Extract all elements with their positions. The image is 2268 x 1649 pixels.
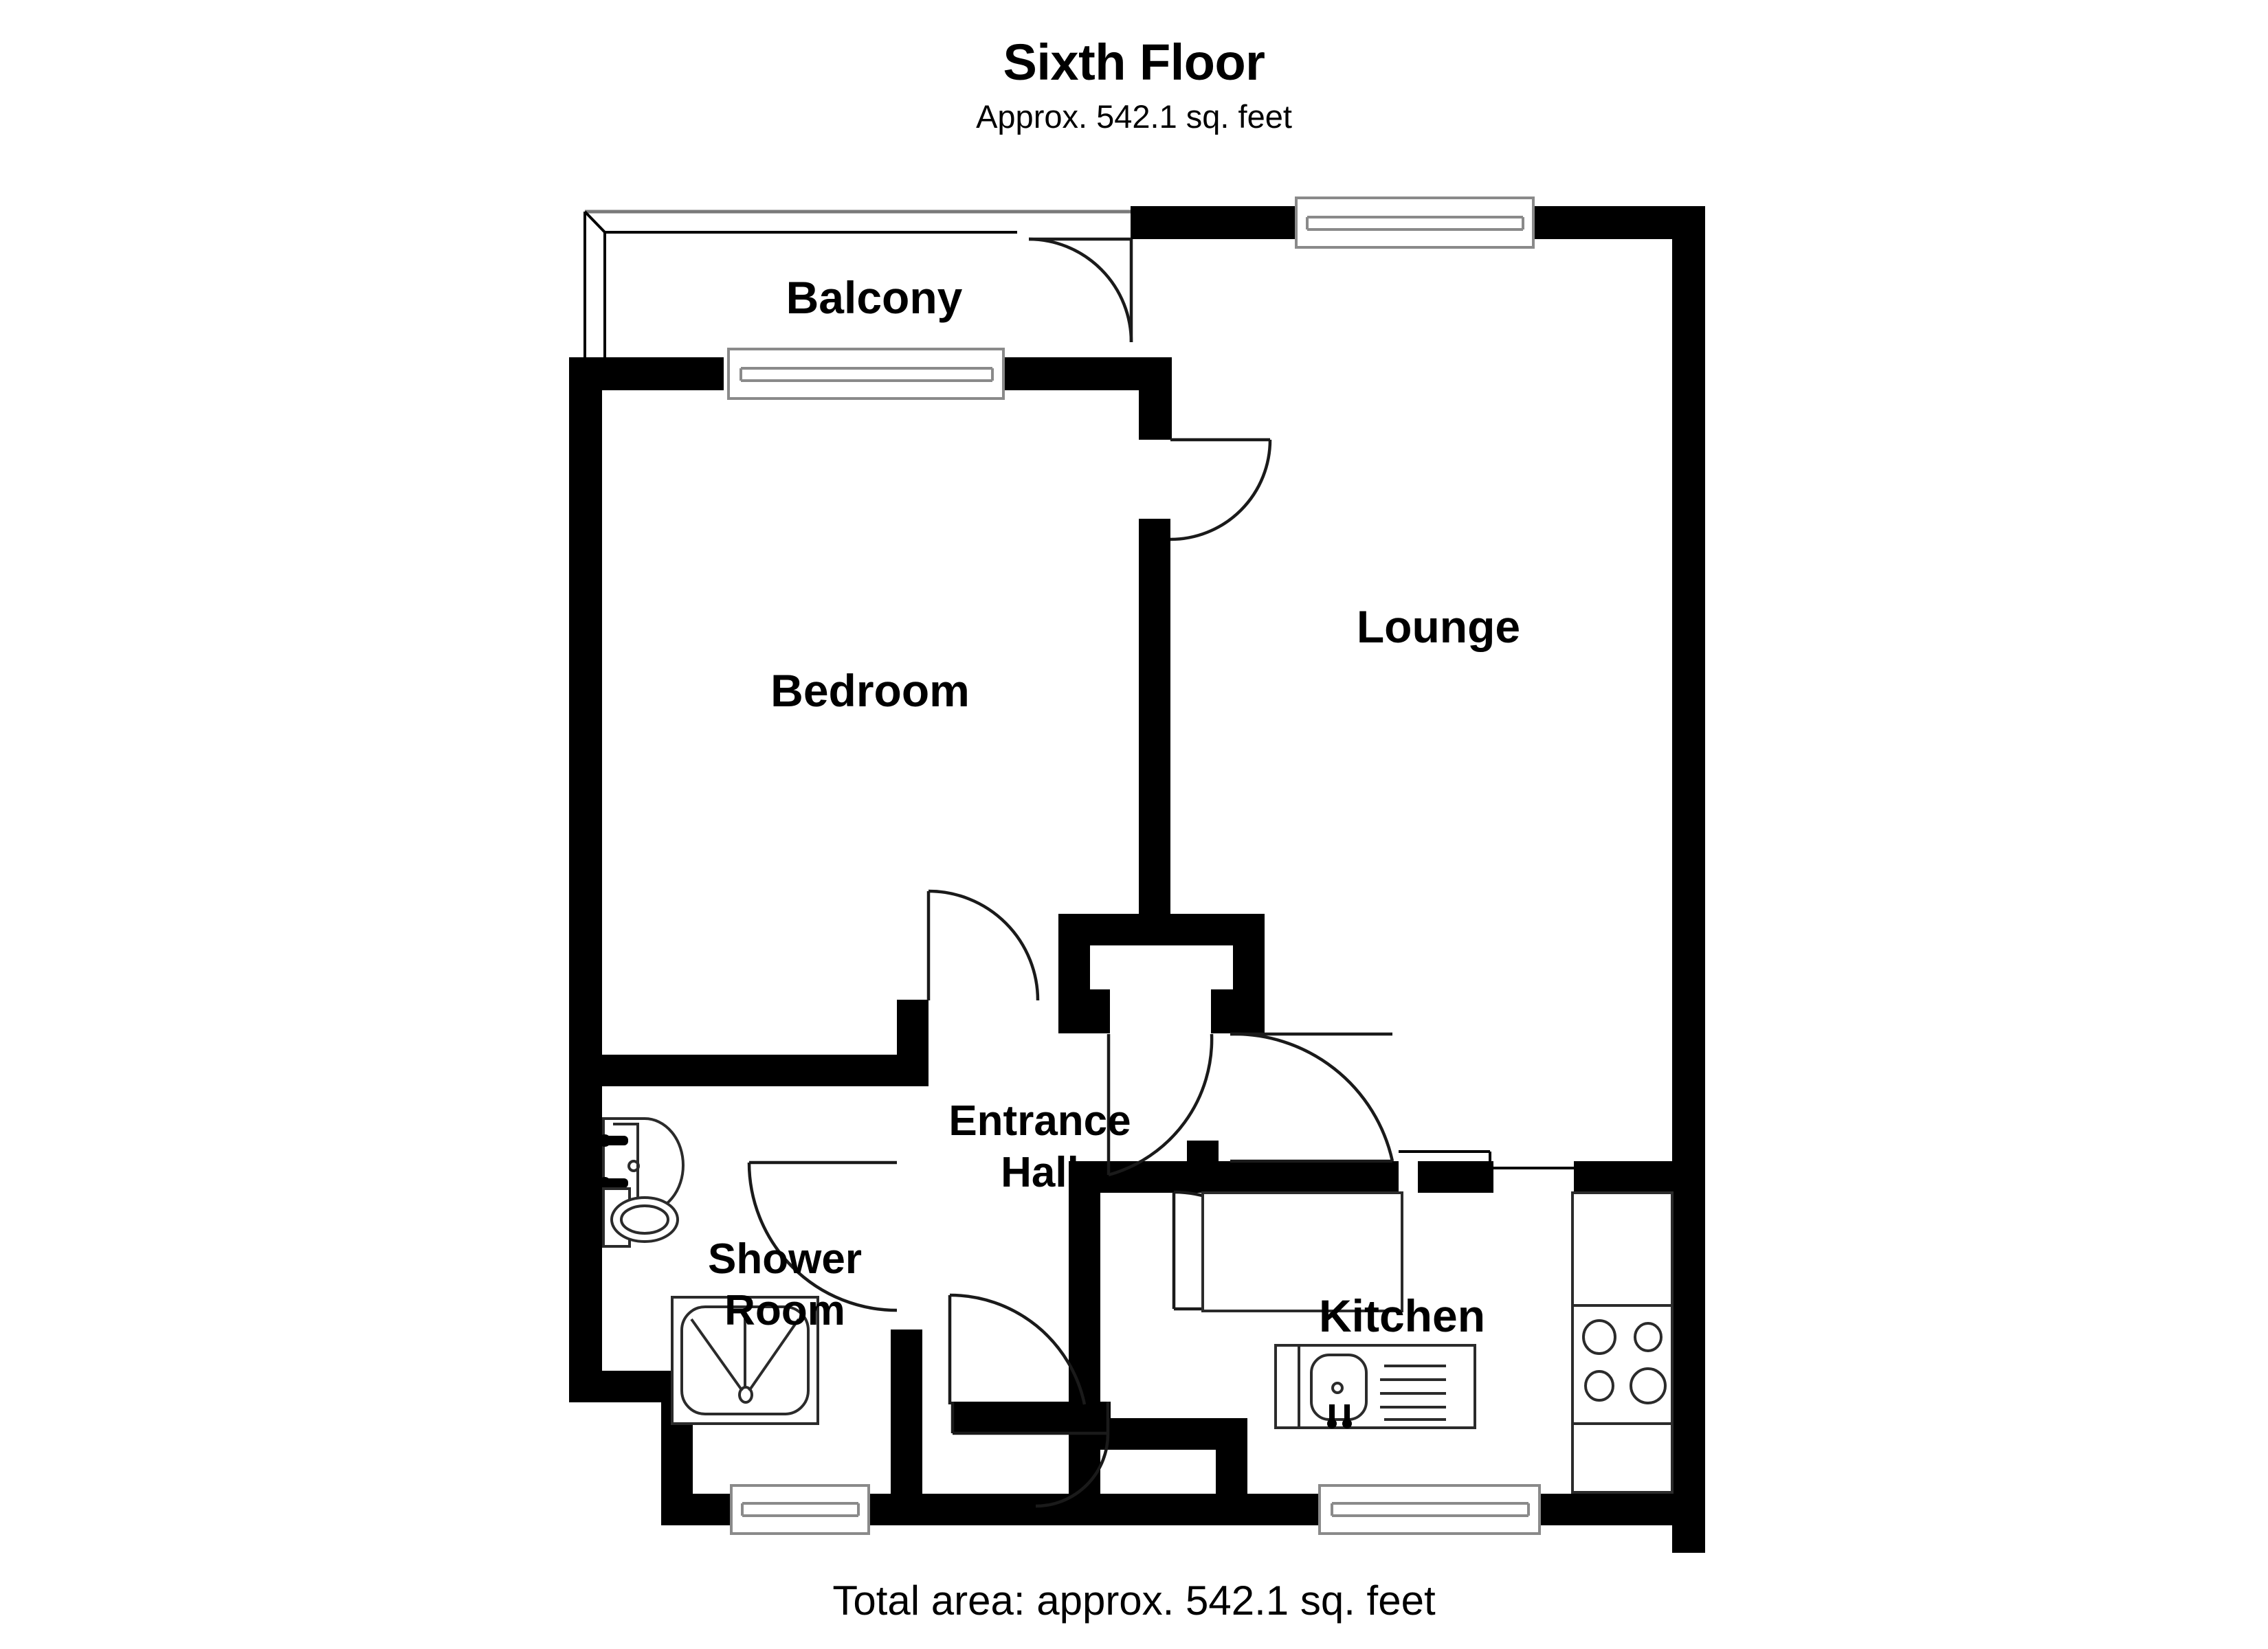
plan-header: Sixth Floor Approx. 542.1 sq. feet — [0, 34, 2268, 135]
toilet — [602, 1187, 679, 1248]
svg-text:Hall: Hall — [1001, 1149, 1079, 1196]
door-bedroom-hall — [926, 889, 1040, 1001]
door-bedroom — [1170, 438, 1272, 541]
room-label-bedroom: Bedroom — [770, 665, 970, 716]
door-lounge-hall — [1230, 1032, 1394, 1163]
plan-footer: Total area: approx. 542.1 sq. feet — [0, 1577, 2268, 1624]
total-area-text: Total area: approx. 542.1 sq. feet — [832, 1578, 1436, 1624]
room-label-entrance-hall: Entrance Hall — [948, 1097, 1131, 1196]
room-label-balcony: Balcony — [786, 272, 963, 323]
door-cupboard — [1107, 1033, 1214, 1177]
room-label-lounge: Lounge — [1357, 601, 1520, 652]
kitchen-units-lower-right — [1571, 1422, 1674, 1494]
svg-text:Shower: Shower — [708, 1235, 862, 1283]
door-entrance — [948, 1293, 1110, 1508]
kitchen-units-right — [1571, 1191, 1674, 1307]
kitchen-worktop — [1201, 1191, 1403, 1312]
exterior-walls — [569, 206, 1705, 1553]
page-title: Sixth Floor — [1003, 34, 1265, 91]
kitchen-sink — [1274, 1344, 1476, 1429]
door-shower — [747, 1160, 898, 1312]
window-lounge-top — [1295, 197, 1535, 249]
window-kitchen-bottom — [1318, 1484, 1541, 1535]
svg-text:Entrance: Entrance — [948, 1097, 1131, 1145]
svg-text:Room: Room — [724, 1287, 845, 1334]
page-subtitle: Approx. 542.1 sq. feet — [976, 98, 1292, 135]
room-label-shower-room: Shower Room — [708, 1235, 862, 1334]
interior-walls — [953, 519, 1674, 1525]
window-shower-bottom — [730, 1484, 870, 1535]
shower-tray — [671, 1296, 819, 1425]
kitchen-trim — [1399, 1150, 1574, 1169]
window-bedroom-top — [727, 348, 1005, 400]
door-balcony — [1028, 237, 1133, 343]
room-label-kitchen: Kitchen — [1319, 1290, 1485, 1341]
kitchen-hob — [1571, 1304, 1674, 1425]
